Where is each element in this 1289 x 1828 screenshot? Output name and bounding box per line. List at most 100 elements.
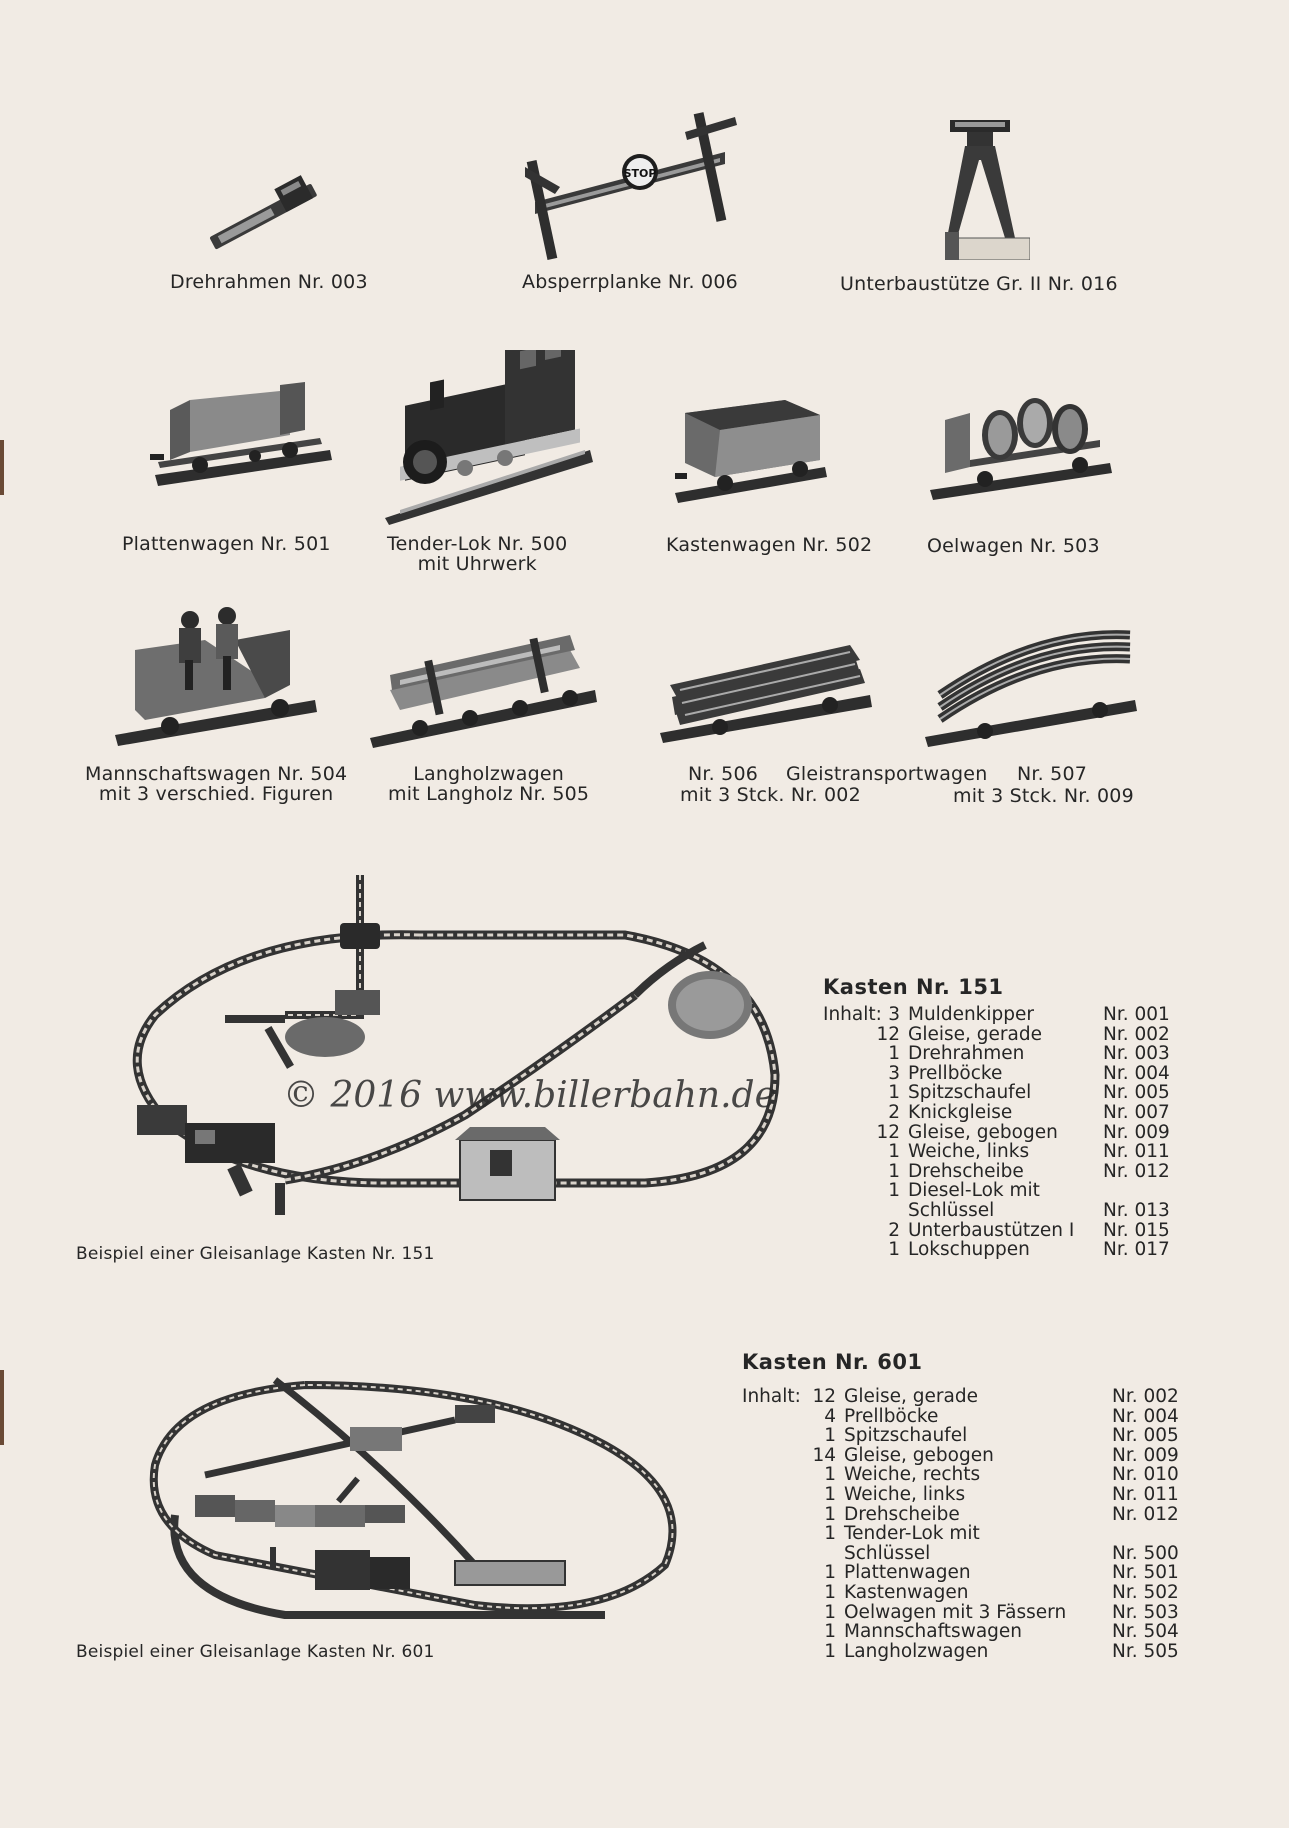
content-qty: 1 bbox=[824, 1523, 836, 1545]
content-nr: Nr. 005 bbox=[1112, 1425, 1179, 1447]
content-item: Kastenwagen bbox=[844, 1581, 969, 1603]
content-qty: 2 bbox=[888, 1219, 900, 1241]
caption-kastenwagen: Kastenwagen Nr. 502 bbox=[666, 534, 873, 556]
content-qty: 1 bbox=[824, 1581, 836, 1603]
content-nr: Nr. 012 bbox=[1112, 1503, 1179, 1525]
content-item: Prellböcke bbox=[844, 1405, 939, 1427]
content-nr: Nr. 500 bbox=[1112, 1542, 1179, 1564]
caption-tender-lok-line1: Tender-Lok Nr. 500 bbox=[387, 533, 568, 555]
watermark: © 2016 www.billerbahn.de bbox=[283, 1075, 776, 1116]
caption-mannschaftswagen: Mannschaftswagen Nr. 504 mit 3 verschied… bbox=[85, 764, 347, 804]
content-item: Muldenkipper bbox=[908, 1004, 1035, 1025]
content-qty: 1 bbox=[824, 1464, 836, 1486]
content-nr: Nr. 502 bbox=[1112, 1581, 1179, 1603]
content-item: Weiche, rechts bbox=[844, 1464, 981, 1486]
content-qty: 12 bbox=[876, 1121, 900, 1143]
caption-gleistransport-507-contents: mit 3 Stck. Nr. 009 bbox=[953, 785, 1134, 807]
content-row: 1 Kastenwagen Nr. 502 bbox=[798, 1583, 1179, 1603]
content-qty: 2 bbox=[888, 1101, 900, 1123]
caption-tender-lok: Tender-Lok Nr. 500 mit Uhrwerk bbox=[387, 534, 567, 574]
content-qty: 1 bbox=[824, 1601, 836, 1623]
track-layout-151-illustration bbox=[132, 875, 780, 1215]
kasten-601-inhalt-label: Inhalt: bbox=[742, 1386, 801, 1407]
caption-mannschaftswagen-line1: Mannschaftswagen Nr. 504 bbox=[85, 763, 348, 785]
content-item: Plattenwagen bbox=[844, 1562, 971, 1584]
content-nr: Nr. 011 bbox=[1112, 1483, 1179, 1505]
content-item: Schlüssel bbox=[908, 1199, 995, 1221]
content-nr: Nr. 004 bbox=[1103, 1062, 1170, 1084]
content-item: Prellböcke bbox=[908, 1062, 1003, 1084]
content-qty: 1 bbox=[824, 1503, 836, 1525]
content-qty bbox=[862, 1201, 908, 1221]
content-item: Knickgleise bbox=[908, 1101, 1013, 1123]
caption-layout-601: Beispiel einer Gleisanlage Kasten Nr. 60… bbox=[76, 1642, 435, 1662]
plattenwagen-illustration bbox=[150, 382, 332, 486]
content-nr: Nr. 011 bbox=[1103, 1141, 1170, 1163]
content-qty: 1 bbox=[824, 1425, 836, 1447]
gleistransportwagen-506-illustration bbox=[660, 645, 872, 743]
mannschaftswagen-illustration bbox=[115, 607, 317, 746]
kasten-601-title: Kasten Nr. 601 bbox=[742, 1350, 923, 1374]
caption-unterbaustuetze: Unterbaustütze Gr. II Nr. 016 bbox=[840, 273, 1118, 295]
content-nr: Nr. 501 bbox=[1112, 1562, 1179, 1584]
content-item: Schlüssel bbox=[844, 1542, 931, 1564]
caption-gleistransport-nr507: Nr. 507 bbox=[1017, 763, 1088, 785]
content-nr bbox=[1103, 1181, 1170, 1201]
content-item: Weiche, links bbox=[908, 1141, 1030, 1163]
caption-absperrplanke: Absperrplanke Nr. 006 bbox=[522, 271, 738, 293]
content-nr: Nr. 004 bbox=[1112, 1405, 1179, 1427]
content-qty: 4 bbox=[824, 1405, 836, 1427]
content-nr bbox=[1112, 1524, 1179, 1544]
caption-oelwagen: Oelwagen Nr. 503 bbox=[927, 535, 1100, 557]
content-item: Gleise, gerade bbox=[844, 1386, 978, 1407]
drehrahmen-illustration bbox=[210, 175, 317, 250]
content-row: 1 Drehscheibe Nr. 012 bbox=[798, 1503, 1179, 1525]
content-item: Gleise, gerade bbox=[908, 1023, 1042, 1045]
content-item: Drehscheibe bbox=[844, 1503, 960, 1525]
content-qty: 12 bbox=[812, 1386, 836, 1407]
content-qty: 1 bbox=[888, 1160, 900, 1182]
caption-mannschaftswagen-line2: mit 3 verschied. Figuren bbox=[98, 783, 334, 805]
content-row: 3 Prellböcke Nr. 004 bbox=[862, 1064, 1170, 1084]
caption-drehrahmen: Drehrahmen Nr. 003 bbox=[170, 271, 368, 293]
caption-tender-lok-line2: mit Uhrwerk bbox=[417, 553, 537, 575]
content-nr: Nr. 505 bbox=[1112, 1640, 1179, 1662]
content-qty bbox=[798, 1544, 844, 1564]
content-item: Unterbaustützen I bbox=[908, 1219, 1075, 1241]
langholzwagen-illustration bbox=[370, 635, 597, 748]
content-item: Spitzschaufel bbox=[908, 1082, 1032, 1104]
content-qty: 1 bbox=[888, 1180, 900, 1202]
content-item: Mannschaftswagen bbox=[844, 1621, 1023, 1643]
content-item: Diesel-Lok mit bbox=[908, 1180, 1040, 1202]
content-qty: 1 bbox=[824, 1640, 836, 1662]
content-qty: 1 bbox=[824, 1483, 836, 1505]
oelwagen-illustration bbox=[930, 398, 1112, 500]
content-item: Langholzwagen bbox=[844, 1640, 989, 1662]
content-row: 1 Langholzwagen Nr. 505 bbox=[798, 1642, 1179, 1662]
content-qty: 3 bbox=[888, 1062, 900, 1084]
caption-plattenwagen: Plattenwagen Nr. 501 bbox=[122, 533, 331, 555]
kasten-151-inhalt-label: Inhalt: bbox=[823, 1004, 882, 1025]
content-item: Drehscheibe bbox=[908, 1160, 1024, 1182]
binder-mark bbox=[0, 440, 4, 495]
content-qty: 3 bbox=[888, 1004, 900, 1025]
unterbaustuetze-illustration bbox=[945, 120, 1030, 260]
caption-gleistransport-nr506: Nr. 506 bbox=[688, 763, 759, 785]
kasten-151-title: Kasten Nr. 151 bbox=[823, 975, 1004, 999]
content-qty: 1 bbox=[888, 1141, 900, 1163]
content-qty: 1 bbox=[888, 1082, 900, 1104]
